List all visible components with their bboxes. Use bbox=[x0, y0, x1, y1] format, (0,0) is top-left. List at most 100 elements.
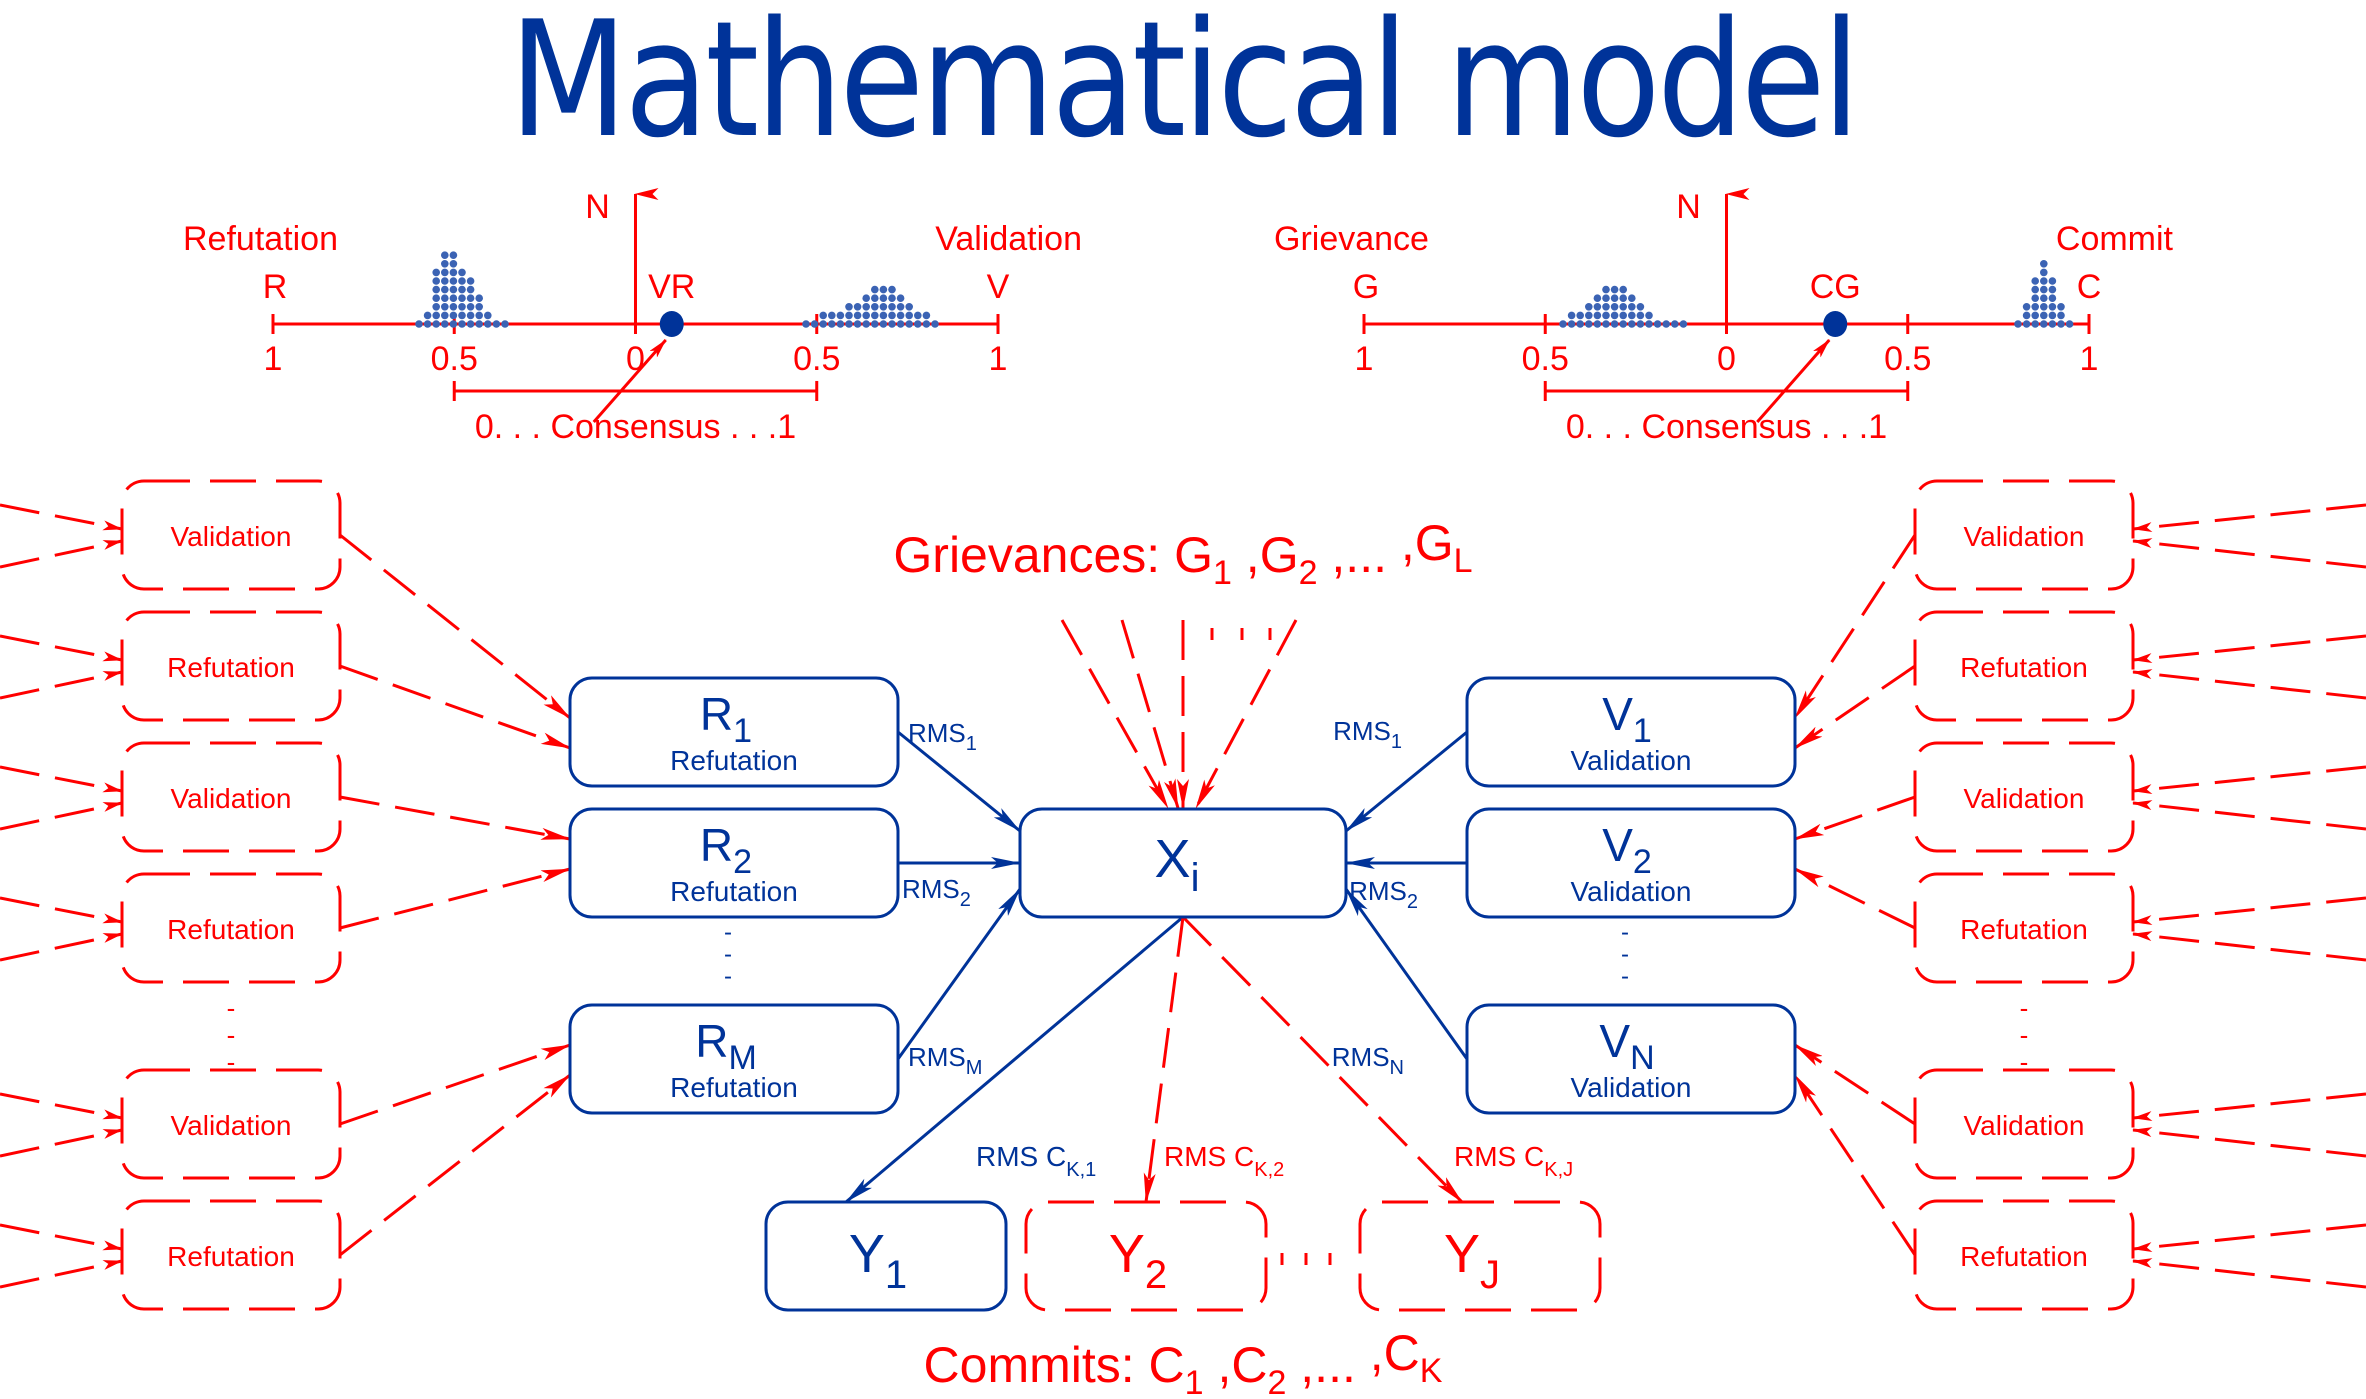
right-source-label: Validation bbox=[1964, 1110, 2085, 1141]
histogram-dot bbox=[1610, 303, 1619, 311]
histogram-dot bbox=[423, 311, 432, 320]
validator-symbol-main: V bbox=[1602, 819, 1633, 871]
histogram-dot bbox=[1593, 311, 1602, 320]
histogram-dot bbox=[423, 320, 432, 328]
output-edge-label: RMS CK,1 bbox=[976, 1141, 1096, 1181]
histogram-dot bbox=[1645, 320, 1653, 328]
scale-tick-label: 1 bbox=[2080, 340, 2099, 378]
refuter-edge-label: RMSM bbox=[908, 1042, 982, 1079]
left-label: Grievance bbox=[1274, 220, 1429, 258]
histogram-dot bbox=[879, 303, 888, 311]
histogram-dot bbox=[458, 294, 466, 303]
histogram-dot bbox=[819, 311, 827, 320]
histogram-dot bbox=[1567, 311, 1576, 320]
source-to-refuter-arrow bbox=[339, 533, 571, 720]
left-letter: G bbox=[1353, 268, 1379, 306]
refuter-symbol-main: R bbox=[695, 1015, 728, 1067]
scale-tick-label: 0 bbox=[1717, 340, 1736, 378]
left-source-box bbox=[120, 872, 342, 984]
histogram-dot bbox=[845, 311, 853, 320]
histogram-dot bbox=[836, 311, 845, 320]
histogram-dot bbox=[1628, 311, 1636, 320]
histogram-dot bbox=[871, 303, 879, 311]
refuter-ellipsis: - bbox=[724, 963, 732, 990]
histogram-dot bbox=[810, 320, 819, 328]
validator-symbol-main: V bbox=[1599, 1015, 1630, 1067]
validator-edge-label: RMS2 bbox=[1349, 876, 1418, 913]
validator-symbol-main: V bbox=[1602, 688, 1633, 740]
histogram-dot bbox=[475, 320, 484, 328]
output-edge-label-sub: K,J bbox=[1544, 1159, 1573, 1181]
validator-box bbox=[1465, 1003, 1797, 1115]
histogram-dot bbox=[2048, 311, 2057, 320]
histogram-dot bbox=[845, 303, 853, 311]
consensus-marker bbox=[659, 311, 684, 337]
scale-tick-label: 1 bbox=[1355, 340, 1374, 378]
scale-tick-label: 0.5 bbox=[1522, 340, 1569, 378]
histogram-dot bbox=[879, 320, 888, 328]
output-edge-label-main: RMS C bbox=[1454, 1141, 1544, 1172]
histogram-dot bbox=[2048, 285, 2057, 294]
histogram-dot bbox=[441, 294, 449, 303]
output-edge-label-sub: K,2 bbox=[1254, 1159, 1284, 1181]
page-title: Mathematical model bbox=[509, 0, 1860, 173]
left-letter: R bbox=[263, 268, 288, 306]
histogram-dot bbox=[888, 285, 896, 294]
output-symbol: YJ bbox=[1444, 1224, 1500, 1297]
histogram-dot bbox=[1610, 285, 1619, 294]
refuter-ellipsis: - bbox=[724, 941, 732, 968]
output-edge-label: RMS CK,J bbox=[1454, 1141, 1573, 1181]
refuter-box bbox=[568, 807, 900, 919]
output-box bbox=[1024, 1200, 1268, 1312]
histogram-dot bbox=[458, 277, 466, 285]
histogram-dot bbox=[836, 320, 845, 328]
right-source-input-arrow bbox=[2132, 503, 2366, 533]
histogram-dot bbox=[432, 268, 441, 277]
grievances-label: Grievances: G1 ,G2 ,... ,GL bbox=[893, 515, 1472, 592]
sequence-item: ,G bbox=[1232, 527, 1299, 583]
validator-edge-label-main: RMS bbox=[1332, 1042, 1390, 1072]
validator-ellipsis: - bbox=[1621, 941, 1629, 968]
output-symbol-sub: 1 bbox=[885, 1253, 907, 1297]
histogram-dot bbox=[828, 311, 836, 320]
validator-to-center-arrow bbox=[1344, 888, 1469, 1060]
histogram-dot bbox=[441, 320, 449, 328]
source-to-validator-arrow bbox=[1794, 664, 1916, 750]
output-box bbox=[1358, 1200, 1602, 1312]
histogram-dot bbox=[1619, 311, 1627, 320]
grievance-arrow bbox=[1120, 619, 1180, 809]
left-source-input-arrow bbox=[0, 932, 123, 962]
histogram-dot bbox=[2040, 294, 2048, 303]
refuter-ellipsis: - bbox=[724, 919, 732, 946]
output-symbol-main: Y bbox=[1444, 1224, 1480, 1284]
refuter-to-center-arrow bbox=[897, 730, 1021, 833]
refuter-edge-label-main: RMS bbox=[908, 1042, 966, 1072]
output-box bbox=[764, 1200, 1008, 1312]
grievance-arrow bbox=[1060, 619, 1170, 809]
marker-label: VR bbox=[648, 268, 695, 306]
center-to-output-arrow bbox=[1143, 916, 1185, 1203]
right-source-input-arrow bbox=[2132, 1127, 2366, 1158]
refuter-box bbox=[568, 1003, 900, 1115]
histogram-dot bbox=[1662, 320, 1670, 328]
right-source-box bbox=[1913, 741, 2135, 853]
histogram-dot bbox=[1653, 320, 1662, 328]
histogram-dot bbox=[1585, 320, 1593, 328]
histogram-dot bbox=[475, 294, 484, 303]
right-source-input-arrow bbox=[2132, 669, 2366, 700]
output-symbol-sub: J bbox=[1480, 1253, 1500, 1297]
histogram-dot bbox=[441, 311, 449, 320]
right-source-box bbox=[1913, 872, 2135, 984]
sequence-item: ,C bbox=[1204, 1337, 1268, 1393]
n-axis-label: N bbox=[585, 188, 610, 226]
validator-caption: Validation bbox=[1571, 876, 1692, 907]
right-label: Validation bbox=[935, 220, 1082, 258]
histogram-dot bbox=[2031, 285, 2039, 294]
left-source-label: Refutation bbox=[167, 914, 295, 945]
center-symbol: Xi bbox=[1155, 829, 1200, 900]
refuter-symbol-sub: M bbox=[728, 1039, 756, 1077]
scale-tick-label: 0.5 bbox=[1884, 340, 1931, 378]
histogram-dot bbox=[449, 311, 458, 320]
source-to-refuter-arrow bbox=[339, 1043, 571, 1126]
